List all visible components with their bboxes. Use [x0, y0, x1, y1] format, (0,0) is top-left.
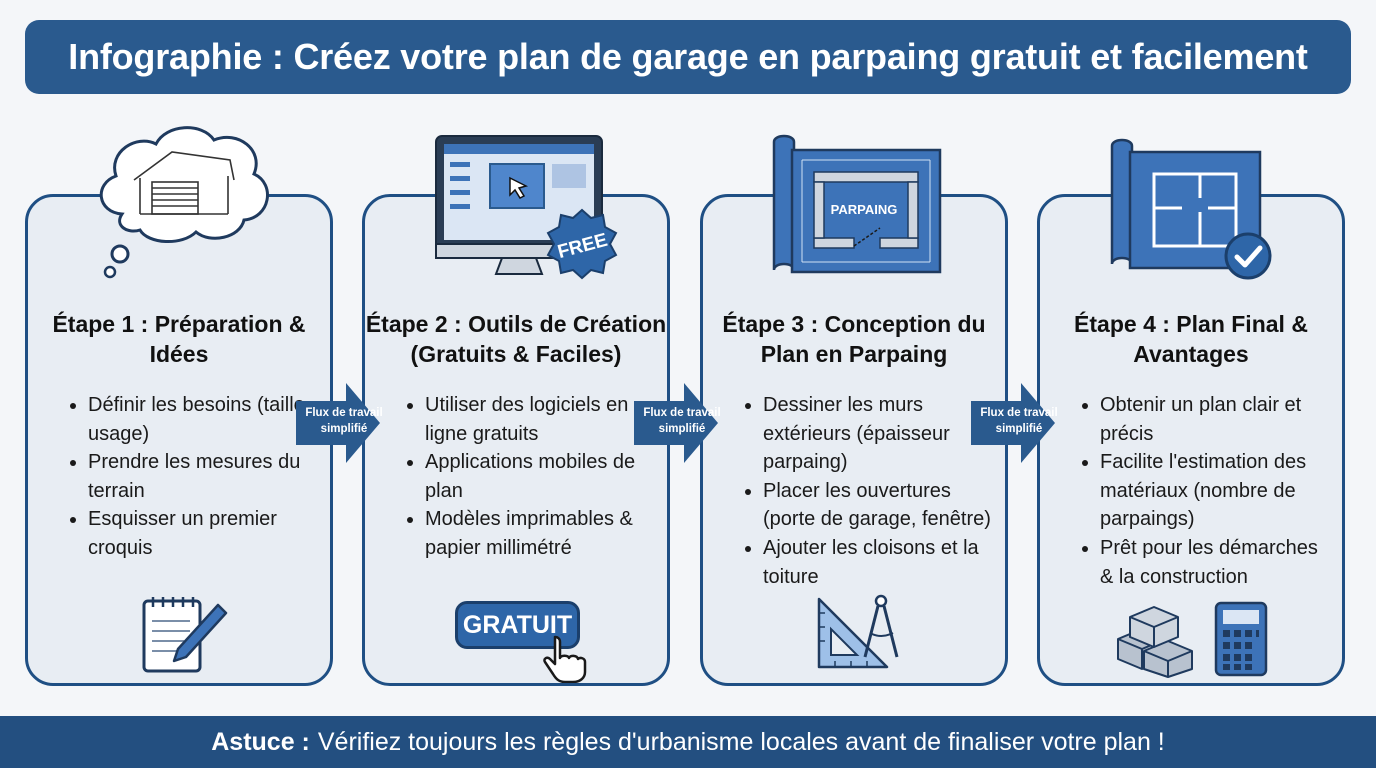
- computer-free-icon: FREE: [435, 135, 618, 280]
- step-card-2: Étape 2 : Outils de Création (Gratuits &…: [362, 194, 670, 686]
- step-title-line: (Gratuits & Faciles): [410, 341, 622, 367]
- list-item: Applications mobiles de plan: [405, 448, 661, 505]
- arrow-label-line: Flux de travail: [643, 407, 721, 419]
- step-bullets: Obtenir un plan clair et précis Facilite…: [1080, 391, 1336, 591]
- blueprint-label: PARPAING: [831, 202, 898, 217]
- blueprint-icon: PARPAING: [772, 134, 942, 274]
- step-title-line: Étape 2 : Outils de Création: [365, 311, 667, 337]
- arrow-right-icon: [634, 383, 718, 463]
- tip-label: Astuce :: [211, 727, 310, 756]
- list-item: Placer les ouvertures (porte de garage, …: [743, 477, 999, 534]
- step-card-4: Étape 4 : Plan Final & Avantages Obtenir…: [1037, 194, 1345, 686]
- step-title-line: Étape 1 : Préparation &: [52, 311, 306, 337]
- step-title-line: Avantages: [1133, 341, 1249, 367]
- list-item: Ajouter les cloisons et la toiture: [743, 534, 999, 591]
- list-item: Utiliser des logiciels en ligne gratuits: [405, 391, 661, 448]
- floor-plan-check-icon: [1110, 138, 1272, 280]
- arrow-label-line: Flux de travail: [305, 407, 383, 419]
- blocks-calculator-icon: [1117, 601, 1268, 678]
- tip-text: Vérifiez toujours les règles d'urbanisme…: [317, 727, 1165, 756]
- workflow-arrow-3: Flux de travail simplifié: [971, 383, 1058, 463]
- list-item: Dessiner les murs extérieurs (épaisseur …: [743, 391, 999, 477]
- arrow-label: Flux de travail simplifié: [634, 405, 730, 437]
- list-item: Définir les besoins (taille, usage): [68, 391, 324, 448]
- list-item: Obtenir un plan clair et précis: [1080, 391, 1336, 448]
- list-item: Prendre les mesures du terrain: [68, 448, 324, 505]
- step-title-line: Idées: [149, 341, 209, 367]
- step-bullets: Utiliser des logiciels en ligne gratuits…: [405, 391, 661, 563]
- arrow-label: Flux de travail simplifié: [971, 405, 1067, 437]
- notepad-pencil-icon: [142, 597, 228, 673]
- workflow-arrow-1: Flux de travail simplifié: [296, 383, 383, 463]
- step-title: Étape 1 : Préparation & Idées: [28, 309, 330, 369]
- list-item: Facilite l'estimation des matériaux (nom…: [1080, 448, 1336, 534]
- step-title: Étape 3 : Conception du Plan en Parpaing: [703, 309, 1005, 369]
- page-title: Infographie : Créez votre plan de garage…: [25, 20, 1351, 94]
- arrow-label-line: Flux de travail: [980, 407, 1058, 419]
- tip-banner: Astuce : Vérifiez toujours les règles d'…: [0, 716, 1376, 768]
- arrow-right-icon: [971, 383, 1055, 463]
- arrow-label: Flux de travail simplifié: [296, 405, 392, 437]
- garage-thought-icon: [99, 126, 269, 279]
- workflow-arrow-2: Flux de travail simplifié: [634, 383, 721, 463]
- step-title-line: Plan en Parpaing: [760, 341, 948, 367]
- step-bullets: Dessiner les murs extérieurs (épaisseur …: [743, 391, 999, 591]
- hand-cursor-icon: [543, 635, 587, 683]
- list-item: Modèles imprimables & papier millimétré: [405, 505, 661, 562]
- step-title-line: Étape 4 : Plan Final &: [1074, 311, 1308, 337]
- step-title: Étape 4 : Plan Final & Avantages: [1040, 309, 1342, 369]
- list-item: Prêt pour les démarches & la constructio…: [1080, 534, 1336, 591]
- arrow-label-line: simplifié: [995, 423, 1043, 435]
- step-title-line: Étape 3 : Conception du: [722, 311, 986, 337]
- arrow-right-icon: [296, 383, 380, 463]
- list-item: Esquisser un premier croquis: [68, 505, 324, 562]
- step-card-1: Étape 1 : Préparation & Idées Définir le…: [25, 194, 333, 686]
- arrow-label-line: simplifié: [658, 423, 706, 435]
- arrow-label-line: simplifié: [320, 423, 368, 435]
- step-title: Étape 2 : Outils de Création (Gratuits &…: [365, 309, 667, 369]
- step-bullets: Définir les besoins (taille, usage) Pren…: [68, 391, 324, 563]
- set-square-compass-icon: [817, 594, 899, 669]
